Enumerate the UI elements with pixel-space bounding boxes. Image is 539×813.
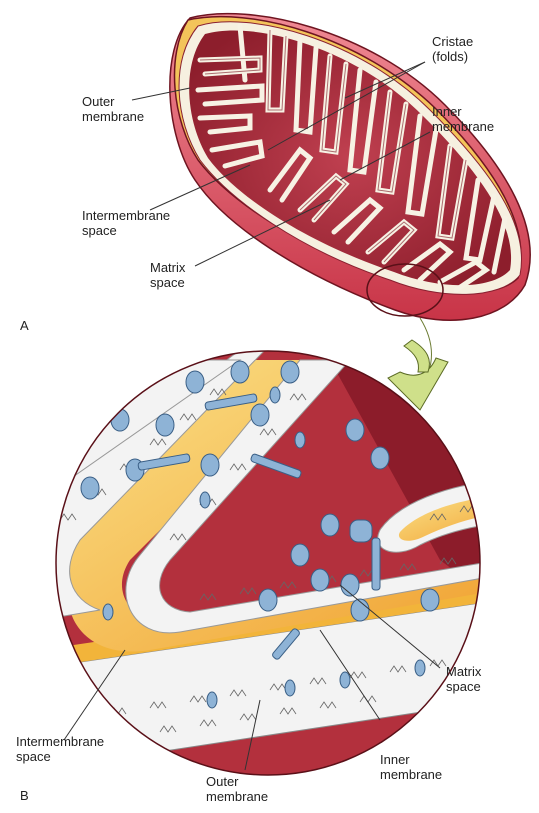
panel-label-a: A xyxy=(20,318,29,333)
zoom-circle-b xyxy=(40,340,520,800)
mitochondrion-a xyxy=(170,14,530,321)
label-cristae: Cristae(folds) xyxy=(432,34,473,64)
panel-label-b: B xyxy=(20,788,29,803)
